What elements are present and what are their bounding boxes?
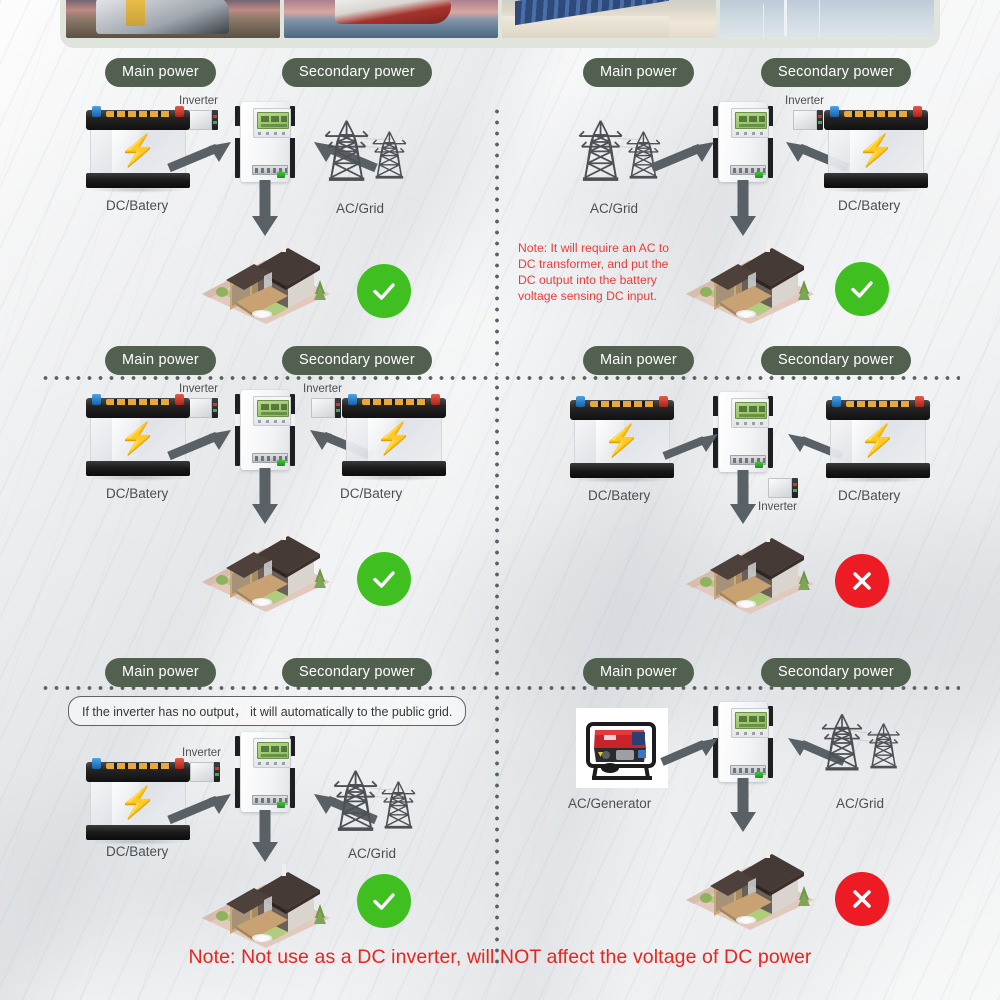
house-icon-1 xyxy=(202,232,330,324)
dual-power-controller-icon-1 xyxy=(234,102,296,182)
scenario-panel-1: Main power Secondary power ⚡ DC/Batery I… xyxy=(0,50,492,328)
battery-icon-2: ⚡ xyxy=(824,106,928,193)
inverter-label-main-5: Inverter xyxy=(182,747,221,759)
arrow-controller-to-house-4 xyxy=(730,470,756,524)
arrow-controller-to-house-6 xyxy=(730,778,756,832)
ac-dc-transformer-note: Note: It will require an AC to DC transf… xyxy=(518,241,670,303)
secondary-power-pill-2: Secondary power xyxy=(761,58,911,87)
battery-icon-5: ⚡ xyxy=(86,758,190,845)
scenario-panel-2: Main power Secondary power AC/Grid xyxy=(500,50,1000,328)
source-label-main-5: DC/Batery xyxy=(106,844,169,859)
source-label-secondary-4: DC/Batery xyxy=(838,488,901,503)
grid-divider-vertical-2 xyxy=(495,382,499,682)
inverter-icon-main-3 xyxy=(188,398,218,418)
arrow-main-to-controller-2 xyxy=(650,142,714,173)
secondary-power-pill-5: Secondary power xyxy=(282,658,432,687)
house-icon-4 xyxy=(686,522,814,614)
battery-icon-main-4: ⚡ xyxy=(570,396,674,483)
house-icon-3 xyxy=(202,520,330,612)
arrow-main-to-controller-3 xyxy=(167,430,231,461)
main-power-pill-2: Main power xyxy=(583,58,694,87)
secondary-power-pill-4: Secondary power xyxy=(761,346,911,375)
grid-divider-vertical-3 xyxy=(495,692,499,964)
main-power-pill-5: Main power xyxy=(105,658,216,687)
inverter-label-main-3: Inverter xyxy=(179,383,218,395)
grid-divider-vertical-1 xyxy=(495,106,499,374)
main-power-pill-3: Main power xyxy=(105,346,216,375)
scenario-panel-3: Main power Secondary power ⚡ DC/Batery I… xyxy=(0,338,492,638)
secondary-power-pill-6: Secondary power xyxy=(761,658,911,687)
arrow-main-to-controller-4 xyxy=(662,434,718,460)
secondary-power-pill-3: Secondary power xyxy=(282,346,432,375)
source-label-secondary-1: AC/Grid xyxy=(336,201,385,216)
arrow-controller-to-house-1 xyxy=(252,180,278,236)
pylon-icon-6 xyxy=(821,713,901,772)
dual-power-controller-icon-3 xyxy=(234,390,296,470)
inverter-label-main-1: Inverter xyxy=(179,95,218,107)
grid-divider-horizontal-1 xyxy=(40,376,960,380)
inverter-icon-bottom-4 xyxy=(768,478,798,498)
source-label-secondary-2: DC/Batery xyxy=(838,198,901,213)
source-label-secondary-3: DC/Batery xyxy=(340,486,403,501)
inverter-label-bottom-4: Inverter xyxy=(758,501,797,513)
main-power-pill-4: Main power xyxy=(583,346,694,375)
source-label-main-4: DC/Batery xyxy=(588,488,651,503)
header-photo-banner xyxy=(60,0,940,48)
scenario-panel-5: Main power Secondary power If the invert… xyxy=(0,648,492,948)
battery-icon-secondary-4: ⚡ xyxy=(826,396,930,483)
inverter-icon-secondary-2 xyxy=(793,110,823,130)
inverter-label-secondary-2: Inverter xyxy=(785,95,824,107)
grid-divider-horizontal-2 xyxy=(40,686,960,690)
source-label-main-1: DC/Batery xyxy=(106,198,169,213)
pylon-icon-2 xyxy=(578,119,661,182)
status-badge-4 xyxy=(835,554,889,608)
solar-roof-photo xyxy=(502,0,716,38)
status-badge-2 xyxy=(835,262,889,316)
inverter-label-secondary-3: Inverter xyxy=(303,383,342,395)
source-label-main-2: AC/Grid xyxy=(590,201,639,216)
scenario-grid: Main power Secondary power ⚡ DC/Batery I… xyxy=(0,50,1000,964)
house-icon-5 xyxy=(202,856,330,948)
arrow-controller-to-house-5 xyxy=(252,810,278,862)
generator-icon xyxy=(576,708,668,788)
source-label-secondary-6: AC/Grid xyxy=(836,796,885,811)
arrow-main-to-controller-5 xyxy=(167,794,231,825)
main-power-pill-6: Main power xyxy=(583,658,694,687)
inverter-icon-main-1 xyxy=(188,110,218,130)
wind-turbine-photo xyxy=(720,0,934,38)
dual-power-controller-icon-5 xyxy=(234,732,296,812)
arrow-main-to-controller-6 xyxy=(660,738,718,766)
scenario-panel-4: Main power Secondary power ⚡ DC/Batery xyxy=(500,338,1000,638)
battery-icon: ⚡ xyxy=(86,106,190,193)
arrow-controller-to-house-2 xyxy=(730,180,756,236)
source-label-main-3: DC/Batery xyxy=(106,486,169,501)
inverter-icon-secondary-3 xyxy=(311,398,341,418)
status-badge-3 xyxy=(357,552,411,606)
status-badge-1 xyxy=(357,264,411,318)
arrow-controller-to-house-3 xyxy=(252,468,278,524)
status-badge-6 xyxy=(835,872,889,926)
scenario-panel-6: Main power Secondary power AC/Generator xyxy=(500,648,1000,930)
main-power-pill-1: Main power xyxy=(105,58,216,87)
house-icon-2 xyxy=(686,232,814,324)
rv-camper-photo xyxy=(66,0,280,38)
battery-icon-secondary-3: ⚡ xyxy=(342,394,446,481)
status-badge-5 xyxy=(357,874,411,928)
footer-warning-note: Note: Not use as a DC inverter, will NOT… xyxy=(188,946,812,968)
dual-power-controller-icon-2 xyxy=(712,102,774,182)
inverter-fallback-callout: If the inverter has no output， it will a… xyxy=(68,696,467,726)
source-label-secondary-5: AC/Grid xyxy=(348,846,397,861)
dual-power-controller-icon-4 xyxy=(712,392,774,472)
house-icon-6 xyxy=(686,838,814,930)
inverter-icon-main-5 xyxy=(190,762,220,782)
arrow-main-to-controller-1 xyxy=(167,142,231,173)
source-label-main-6: AC/Generator xyxy=(568,796,652,811)
arrow-secondary-to-controller-6 xyxy=(788,738,846,766)
pylon-icon-5 xyxy=(333,769,416,832)
dual-power-controller-icon-6 xyxy=(712,702,774,782)
secondary-power-pill-1: Secondary power xyxy=(282,58,432,87)
boat-yacht-photo xyxy=(284,0,498,38)
pylon-icon-1 xyxy=(324,119,407,182)
